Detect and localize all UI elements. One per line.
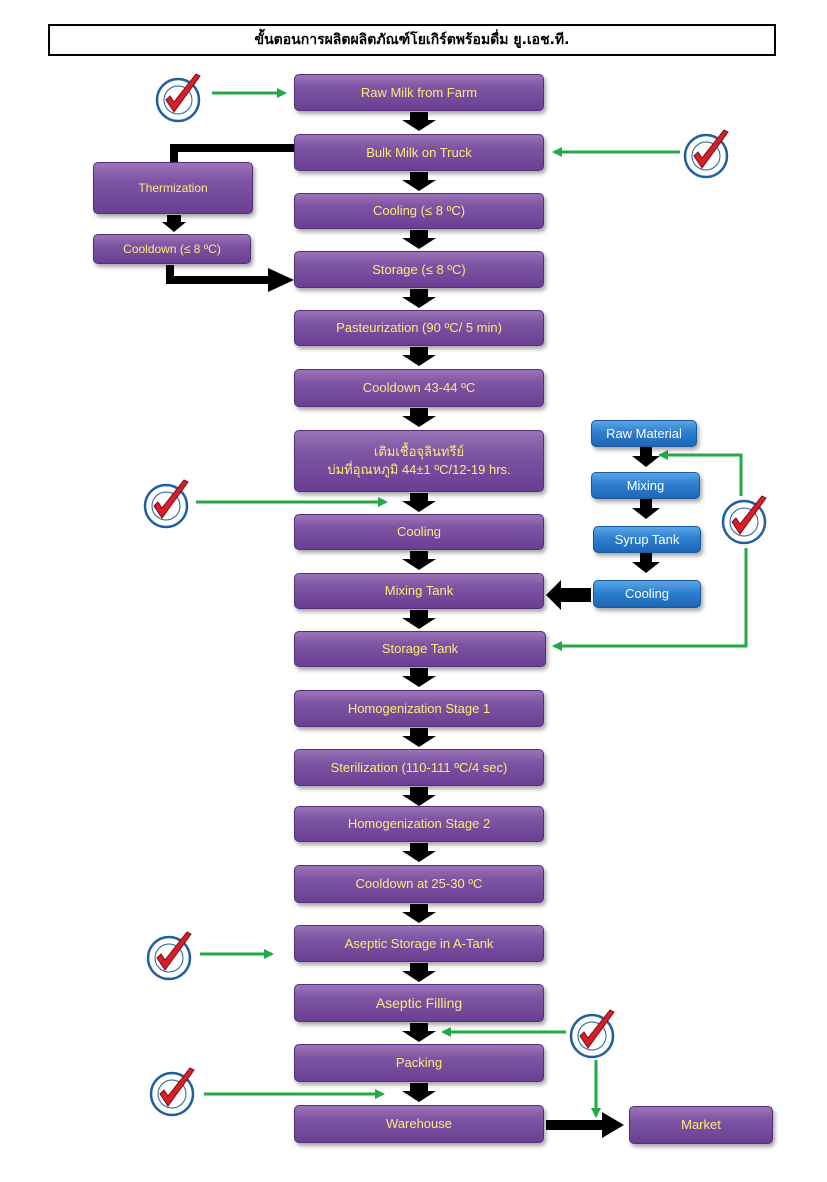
inoculate-line-2: บ่มที่อุณหภูมิ 44±1 ºC/12-19 hrs. — [327, 462, 511, 477]
quality-check-badge-icon — [146, 931, 192, 981]
step-homogenization-2: Homogenization Stage 2 — [294, 806, 544, 842]
step-aseptic-storage: Aseptic Storage in A-Tank — [294, 925, 544, 962]
arrow-warehouse-to-market — [546, 1112, 624, 1138]
arrow-to-storage — [268, 268, 294, 292]
syrup-tank: Syrup Tank — [593, 526, 701, 553]
quality-check-badge-icon — [149, 1067, 195, 1117]
step-thermization: Thermization — [93, 162, 253, 214]
step-cooldown-side: Cooldown (≤ 8 ºC) — [93, 234, 251, 264]
arrow-thermization-to-cooldown — [162, 215, 186, 232]
arrow-cooldown-to-aseptic-storage — [402, 904, 436, 923]
step-aseptic-filling: Aseptic Filling — [294, 984, 544, 1022]
step-storage-tank: Storage Tank — [294, 631, 546, 667]
thermization-branch — [166, 144, 294, 284]
arrow-cooling-to-mixing — [402, 551, 436, 570]
arrow-cooldown-to-inoculate — [402, 408, 436, 427]
step-sterilization: Sterilization (110-111 ºC/4 sec) — [294, 749, 544, 786]
quality-check-badge-icon — [683, 129, 729, 179]
step-raw-milk: Raw Milk from Farm — [294, 74, 544, 111]
inoculate-line-1: เติมเชื้อจุลินทรีย์ — [373, 444, 465, 460]
page-title: ขั้นตอนการผลิตผลิตภัณฑ์โยเกิร์ตพร้อมดื่ม… — [48, 24, 776, 56]
step-homogenization-1: Homogenization Stage 1 — [294, 690, 544, 727]
step-inoculate-incubate: เติมเชื้อจุลินทรีย์ บ่มที่อุณหภูมิ 44±1 … — [294, 430, 544, 492]
quality-check-badge-icon — [721, 495, 767, 545]
arrow-packing-to-warehouse — [402, 1083, 436, 1102]
syrup-cooling: Cooling — [593, 580, 701, 608]
step-warehouse: Warehouse — [294, 1105, 544, 1143]
step-cooling: Cooling (≤ 8 ºC) — [294, 193, 544, 229]
quality-check-badge-icon — [155, 73, 201, 123]
arrow-raw-to-bulk — [402, 112, 436, 131]
step-mixing-tank: Mixing Tank — [294, 573, 544, 609]
arrow-mixing-to-storage-tank — [402, 610, 436, 629]
arrow-storage-to-pasteurization — [402, 289, 436, 308]
quality-check-badge-icon — [143, 479, 189, 529]
arrow-pasteurization-to-cooldown — [402, 347, 436, 366]
syrup-flow-arrows — [546, 447, 660, 610]
arrow-syrup-to-mixing-tank — [546, 580, 591, 610]
arrow-filling-to-packing — [402, 1023, 436, 1042]
syrup-mixing: Mixing — [591, 472, 700, 499]
syrup-raw-material: Raw Material — [591, 420, 697, 447]
step-cooling-2: Cooling — [294, 514, 544, 550]
qc-arrow-storage-tank — [552, 548, 748, 651]
step-bulk-milk: Bulk Milk on Truck — [294, 134, 544, 171]
arrow-homog2-to-cooldown — [402, 843, 436, 862]
arrow-storage-tank-to-homog1 — [402, 668, 436, 687]
step-cooldown: Cooldown 43-44 ºC — [294, 369, 544, 407]
arrow-bulk-to-cooling — [402, 172, 436, 191]
step-storage: Storage (≤ 8 ºC) — [294, 251, 544, 288]
step-cooldown-2: Cooldown at 25-30 ºC — [294, 865, 544, 903]
quality-check-badge-icon — [569, 1009, 615, 1059]
arrow-sterilization-to-homog2 — [402, 787, 436, 806]
arrow-inoculate-to-cooling — [402, 493, 436, 512]
step-pasteurization: Pasteurization (90 ºC/ 5 min) — [294, 310, 544, 346]
main-flow-arrows — [402, 112, 436, 1102]
step-market: Market — [629, 1106, 773, 1144]
arrow-homog1-to-sterilization — [402, 728, 436, 747]
step-packing: Packing — [294, 1044, 544, 1082]
arrow-cooling-to-storage — [402, 230, 436, 249]
qc-arrow-raw-material — [658, 450, 743, 496]
arrow-aseptic-storage-to-filling — [402, 963, 436, 982]
